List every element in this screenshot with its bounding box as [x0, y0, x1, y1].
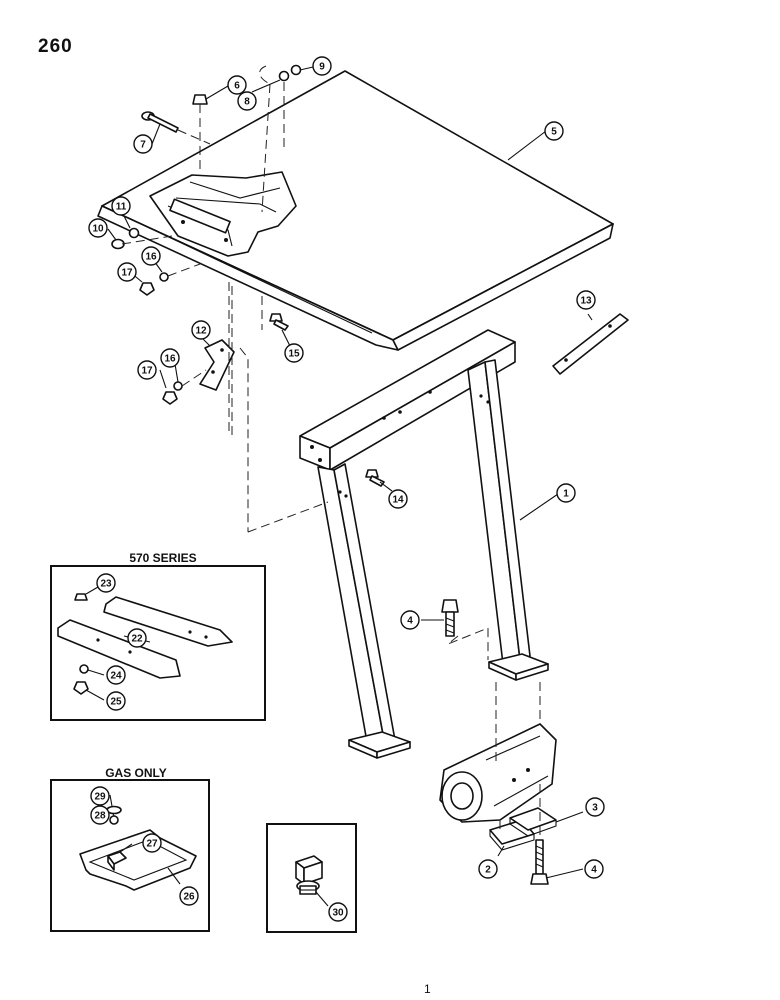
callout-c13: 13: [576, 290, 596, 310]
bracket-12: [199, 339, 235, 391]
callout-label: 16: [145, 252, 157, 263]
callout-c25: 25: [106, 691, 126, 711]
rops-frame: [299, 329, 549, 759]
callout-c23: 23: [96, 573, 116, 593]
callout-c30: 30: [328, 902, 348, 922]
washer-16-lower: [173, 381, 183, 391]
callout-label: 1: [563, 489, 569, 500]
callout-label: 22: [131, 634, 143, 645]
callout-label: 23: [100, 579, 112, 590]
callout-c3: 3: [585, 797, 605, 817]
callout-label: 10: [92, 224, 104, 235]
callout-c2: 2: [478, 859, 498, 879]
inset-title-570-series: 570 SERIES: [129, 551, 197, 565]
nut-17-upper: [139, 282, 155, 296]
callout-c4b: 4: [584, 859, 604, 879]
callout-c10: 10: [88, 218, 108, 238]
bolt-4-lower: [530, 839, 549, 885]
callout-c17a: 17: [117, 262, 137, 282]
nut-8: [278, 70, 290, 82]
callout-label: 9: [319, 62, 325, 73]
callout-label: 14: [392, 495, 404, 506]
callout-c4a: 4: [400, 610, 420, 630]
callout-label: 13: [580, 296, 592, 307]
callout-c28: 28: [90, 805, 110, 825]
washer-11: [128, 227, 140, 239]
callout-label: 17: [121, 268, 133, 279]
callout-c14: 14: [388, 489, 408, 509]
callout-c8: 8: [237, 91, 257, 111]
callout-c27: 27: [142, 833, 162, 853]
callout-c12: 12: [191, 320, 211, 340]
callout-label: 2: [485, 865, 491, 876]
callout-label: 25: [110, 697, 122, 708]
callout-c24: 24: [106, 665, 126, 685]
callout-c29: 29: [90, 786, 110, 806]
footer-mark: 1: [424, 982, 431, 996]
callout-c11: 11: [111, 196, 131, 216]
callout-c22: 22: [127, 628, 147, 648]
callout-label: 8: [244, 97, 250, 108]
callout-c26: 26: [179, 886, 199, 906]
bolt-7: [141, 111, 179, 133]
callout-label: 27: [146, 839, 158, 850]
callout-c16b: 16: [160, 348, 180, 368]
callout-label: 12: [195, 326, 207, 337]
callout-label: 4: [407, 616, 413, 627]
callout-c15: 15: [284, 343, 304, 363]
bolt-14: [365, 469, 385, 487]
callout-layer: 1234456789101112131415161617172223242526…: [88, 56, 605, 922]
inset-570-series: [50, 565, 266, 721]
callout-label: 26: [183, 892, 195, 903]
canopy-top: [97, 70, 614, 351]
callout-label: 3: [592, 803, 598, 814]
callout-label: 5: [551, 127, 557, 138]
callout-label: 4: [591, 865, 597, 876]
nut-17-lower: [162, 391, 178, 405]
callout-label: 30: [332, 908, 344, 919]
washer-16-upper: [159, 272, 169, 282]
page-number: 260: [38, 36, 73, 57]
callout-c9: 9: [312, 56, 332, 76]
callout-label: 29: [94, 792, 106, 803]
callout-label: 28: [94, 811, 106, 822]
inset-title-gas-only: GAS ONLY: [105, 766, 167, 780]
axle-housing: [439, 723, 557, 823]
callout-c6: 6: [227, 75, 247, 95]
assembly-lines: [121, 65, 541, 840]
callout-label: 16: [164, 354, 176, 365]
inset-gas-only: [50, 779, 210, 932]
callout-c16a: 16: [141, 246, 161, 266]
bolt-4-upper: [441, 599, 459, 637]
callout-label: 15: [288, 349, 300, 360]
nut-6: [192, 94, 208, 105]
callout-c7: 7: [133, 134, 153, 154]
callout-label: 17: [141, 366, 153, 377]
callout-c1: 1: [556, 483, 576, 503]
callout-label: 6: [234, 81, 240, 92]
callout-c17b: 17: [137, 360, 157, 380]
callout-c5: 5: [544, 121, 564, 141]
callout-label: 24: [110, 671, 122, 682]
washer-9: [290, 64, 302, 76]
callout-label: 11: [116, 202, 127, 213]
strap-13: [552, 313, 629, 375]
callout-label: 7: [140, 140, 146, 151]
bolt-15: [269, 313, 289, 331]
